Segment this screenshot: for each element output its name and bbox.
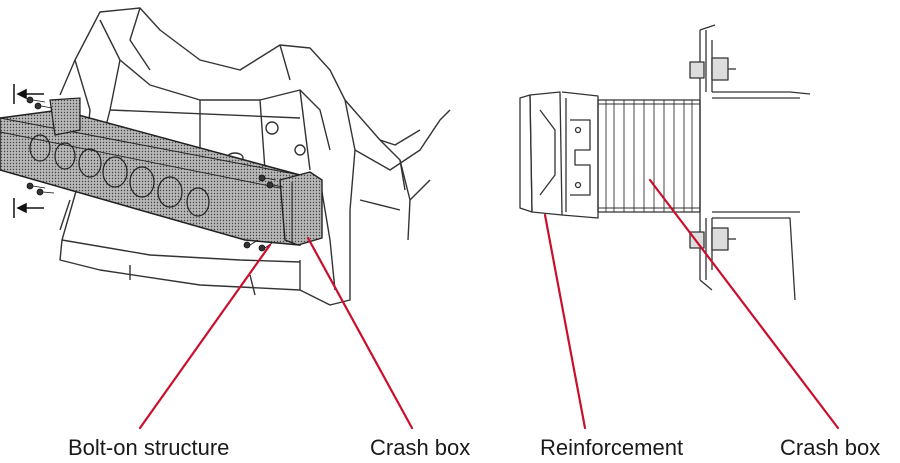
leader-line-crash-box-right	[648, 178, 840, 430]
leader-line-reinforcement	[543, 213, 587, 430]
crash-box-section	[597, 99, 701, 213]
right-section-view	[519, 24, 811, 301]
leader-line-bolt-on-structure	[138, 243, 272, 430]
leader-lines	[138, 178, 840, 430]
mounting-flange	[689, 24, 811, 301]
label-crash-box-right: Crash box	[780, 435, 881, 460]
direction-arrows	[13, 84, 44, 218]
bumper-beam	[0, 97, 301, 246]
label-reinforcement: Reinforcement	[540, 435, 684, 460]
reinforcement-section	[519, 91, 599, 219]
crash-box-left-part	[279, 171, 323, 246]
label-bolt-on-structure: Bolt-on structure	[68, 435, 230, 460]
leader-line-crash-box-left	[306, 236, 414, 430]
inner-fender	[344, 99, 451, 241]
label-crash-box-left: Crash box	[370, 435, 471, 460]
bolts	[26, 96, 284, 252]
